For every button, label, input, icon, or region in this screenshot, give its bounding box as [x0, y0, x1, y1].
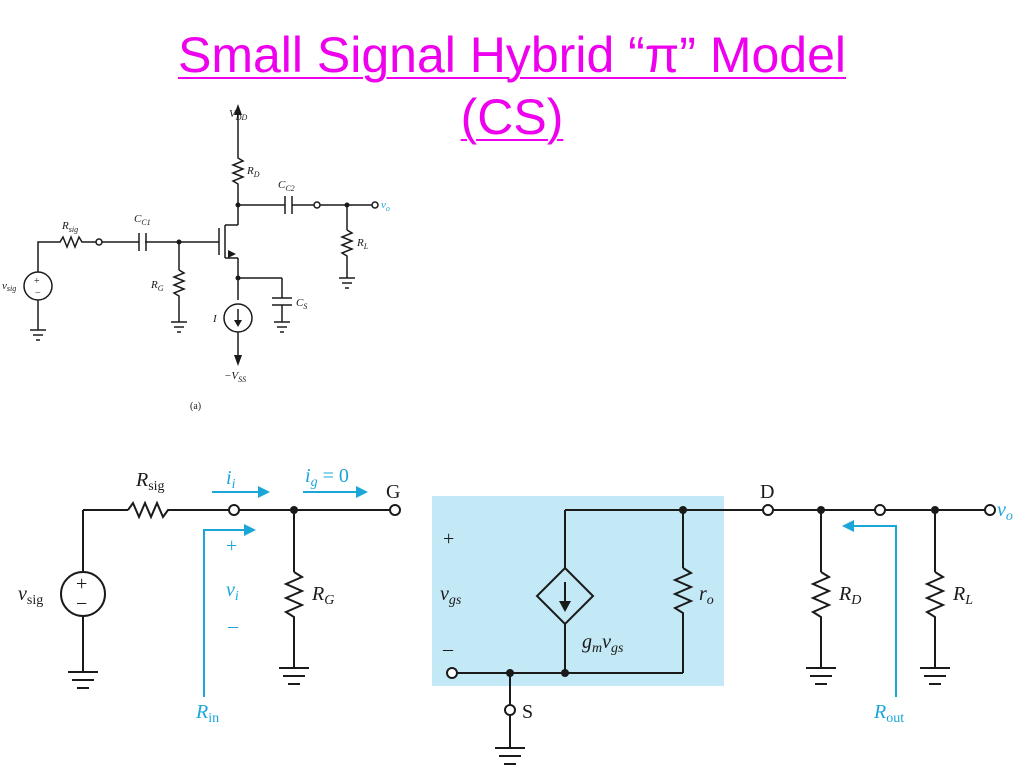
svg-text:ii: ii	[226, 467, 236, 492]
svg-text:−VSS: −VSS	[224, 370, 246, 384]
svg-text:gmvgs: gmvgs	[582, 631, 624, 656]
svg-text:G: G	[386, 481, 400, 503]
rout-arrow	[842, 520, 854, 532]
svg-text:RL: RL	[356, 237, 369, 251]
svg-text:Rin: Rin	[195, 701, 219, 726]
gm-current-arrow	[559, 601, 571, 612]
svg-text:vsig: vsig	[18, 583, 43, 608]
svg-text:RG: RG	[311, 583, 334, 608]
title-line-1: Small Signal Hybrid “π” Model	[177, 27, 847, 83]
svg-text:–: –	[227, 615, 239, 637]
svg-text:−: −	[76, 593, 87, 615]
svg-text:+: +	[76, 573, 87, 595]
svg-text:CC1: CC1	[134, 213, 151, 227]
svg-text:vo: vo	[997, 499, 1013, 524]
svg-text:Rout: Rout	[873, 701, 904, 726]
svg-text:vi: vi	[226, 579, 239, 604]
rin-arrow	[244, 524, 256, 536]
svg-text:I: I	[212, 313, 218, 325]
vss-arrow	[234, 355, 242, 366]
svg-text:ig = 0: ig = 0	[305, 465, 349, 490]
svg-text:RD: RD	[838, 583, 861, 608]
transistor-model-box	[432, 496, 724, 686]
svg-text:(a): (a)	[190, 401, 201, 412]
ig-arrow	[356, 486, 368, 498]
svg-text:VDD: VDD	[229, 108, 248, 122]
svg-text:RD: RD	[246, 165, 260, 179]
svg-text:CC2: CC2	[278, 179, 295, 193]
current-source-arrow	[234, 320, 242, 327]
svg-text:D: D	[760, 481, 774, 503]
svg-text:−: −	[35, 288, 41, 299]
svg-text:+: +	[443, 528, 454, 550]
ii-arrow	[258, 486, 270, 498]
svg-text:vgs: vgs	[440, 583, 462, 608]
svg-text:vsig: vsig	[2, 280, 16, 293]
svg-text:RL: RL	[952, 583, 973, 608]
svg-text:+: +	[34, 276, 40, 287]
svg-text:ro: ro	[699, 583, 714, 608]
svg-text:RG: RG	[150, 279, 164, 293]
slide-title: Small Signal Hybrid “π” Model (CS)	[0, 24, 1024, 148]
svg-text:CS: CS	[296, 297, 307, 311]
svg-text:S: S	[522, 701, 533, 723]
svg-text:–: –	[442, 638, 454, 660]
svg-text:Rsig: Rsig	[135, 469, 165, 494]
svg-text:Rsig: Rsig	[61, 220, 78, 234]
svg-text:+: +	[226, 535, 237, 557]
svg-text:vo: vo	[381, 199, 390, 213]
title-line-2: (CS)	[460, 89, 564, 145]
